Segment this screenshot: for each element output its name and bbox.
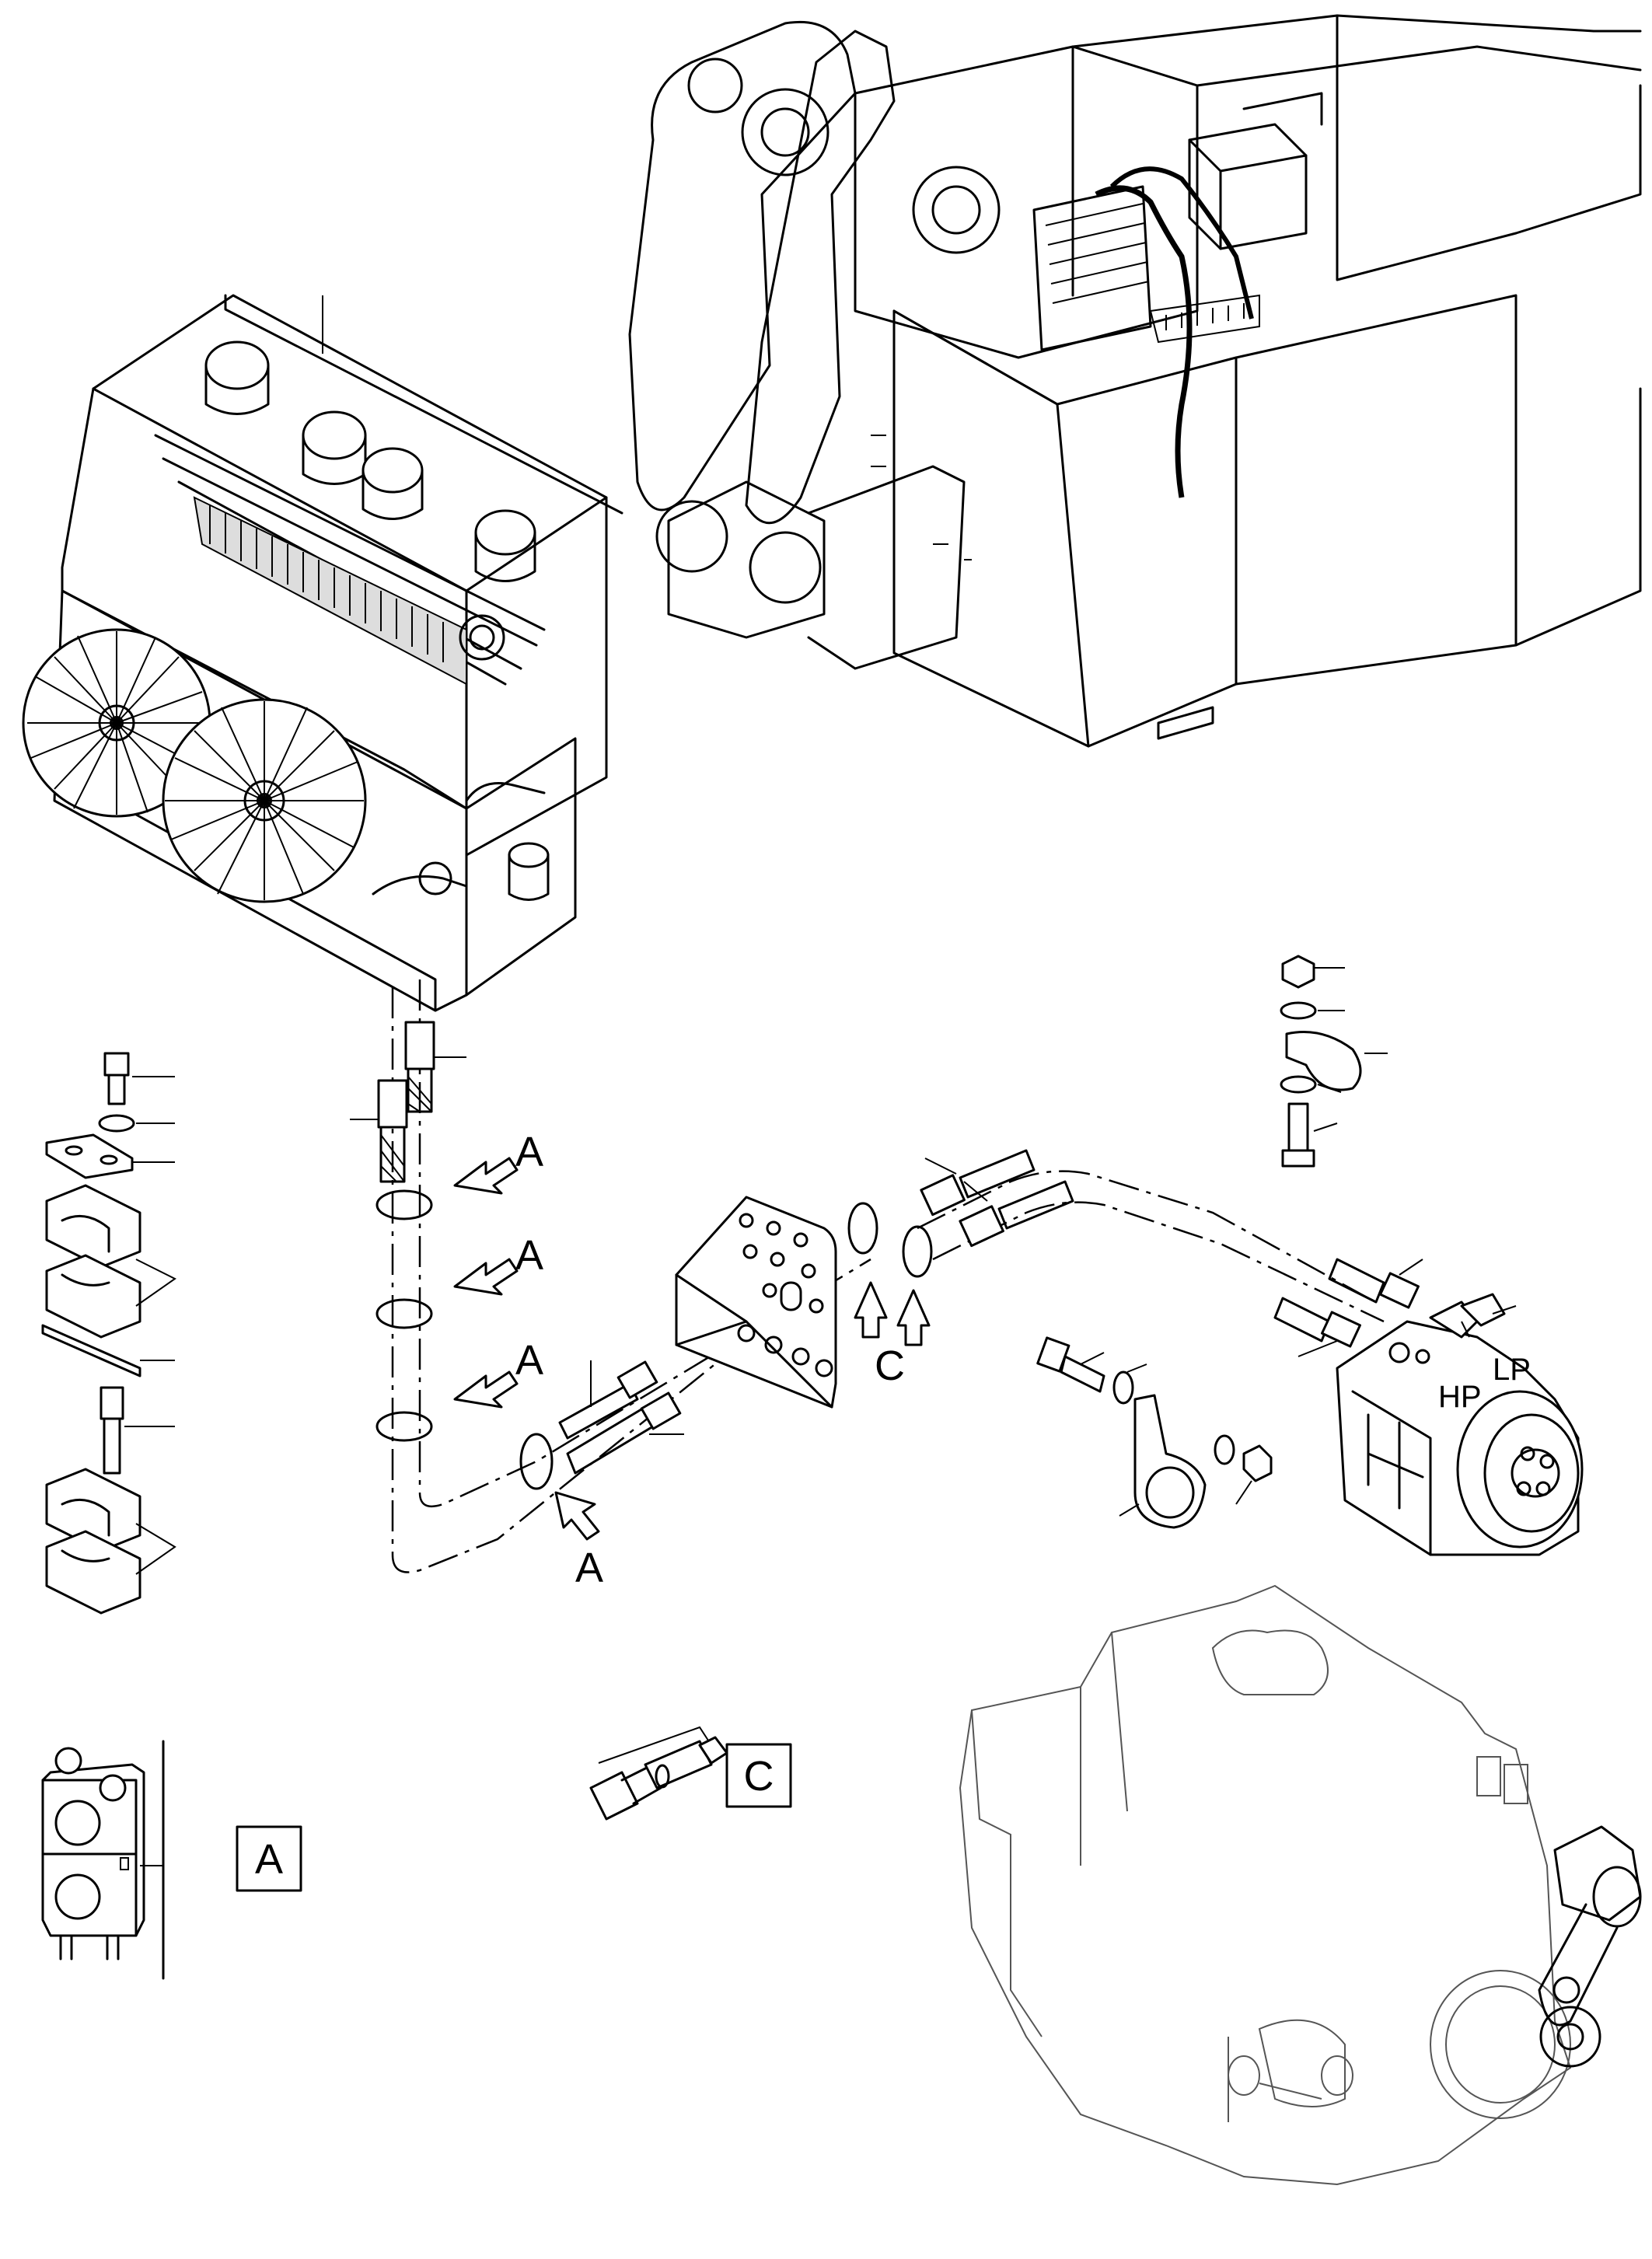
port-label-hp: HP xyxy=(1438,1380,1482,1414)
detail-c-box xyxy=(725,1743,792,1808)
ac-condenser-unit-drawing xyxy=(22,294,623,1012)
hose-fittings-vertical xyxy=(350,1021,466,1183)
view-arrow-icon-a4 xyxy=(554,1491,600,1541)
view-arrow-icon-a3 xyxy=(453,1370,519,1409)
view-arrow-icon-a1 xyxy=(453,1157,519,1195)
view-marker-c: C xyxy=(875,1342,905,1389)
view-marker-a4: A xyxy=(575,1545,603,1591)
p-clip-hardware-exploded xyxy=(1036,1336,1273,1529)
view-arrow-icon-c2 xyxy=(896,1289,931,1346)
detail-c-label: C xyxy=(744,1753,774,1800)
detail-c-quick-coupling: C xyxy=(589,1726,792,1821)
engine-drawing xyxy=(959,1584,1642,2186)
clamp-kit-exploded xyxy=(41,1052,176,1615)
view-arrows: A A A A C xyxy=(453,1129,931,1591)
view-arrow-icon-a2 xyxy=(453,1258,519,1296)
machine-chassis-drawing xyxy=(628,14,1642,748)
view-marker-a3: A xyxy=(515,1337,543,1384)
view-marker-a1: A xyxy=(515,1129,543,1175)
hose-bracket-plate xyxy=(675,1196,837,1409)
detail-a-label: A xyxy=(255,1836,283,1883)
view-arrow-icon-c1 xyxy=(854,1281,888,1339)
view-marker-a2: A xyxy=(515,1232,543,1279)
detail-a-clamp-assembly: A xyxy=(41,1740,302,1980)
refrigerant-hose-routing xyxy=(350,979,1423,1573)
ac-compressor-drawing: LP HP xyxy=(1336,1293,1584,1556)
port-label-lp: LP xyxy=(1493,1353,1531,1387)
fastener-stack-exploded xyxy=(1280,955,1388,1168)
detail-a-box xyxy=(236,1825,302,1892)
